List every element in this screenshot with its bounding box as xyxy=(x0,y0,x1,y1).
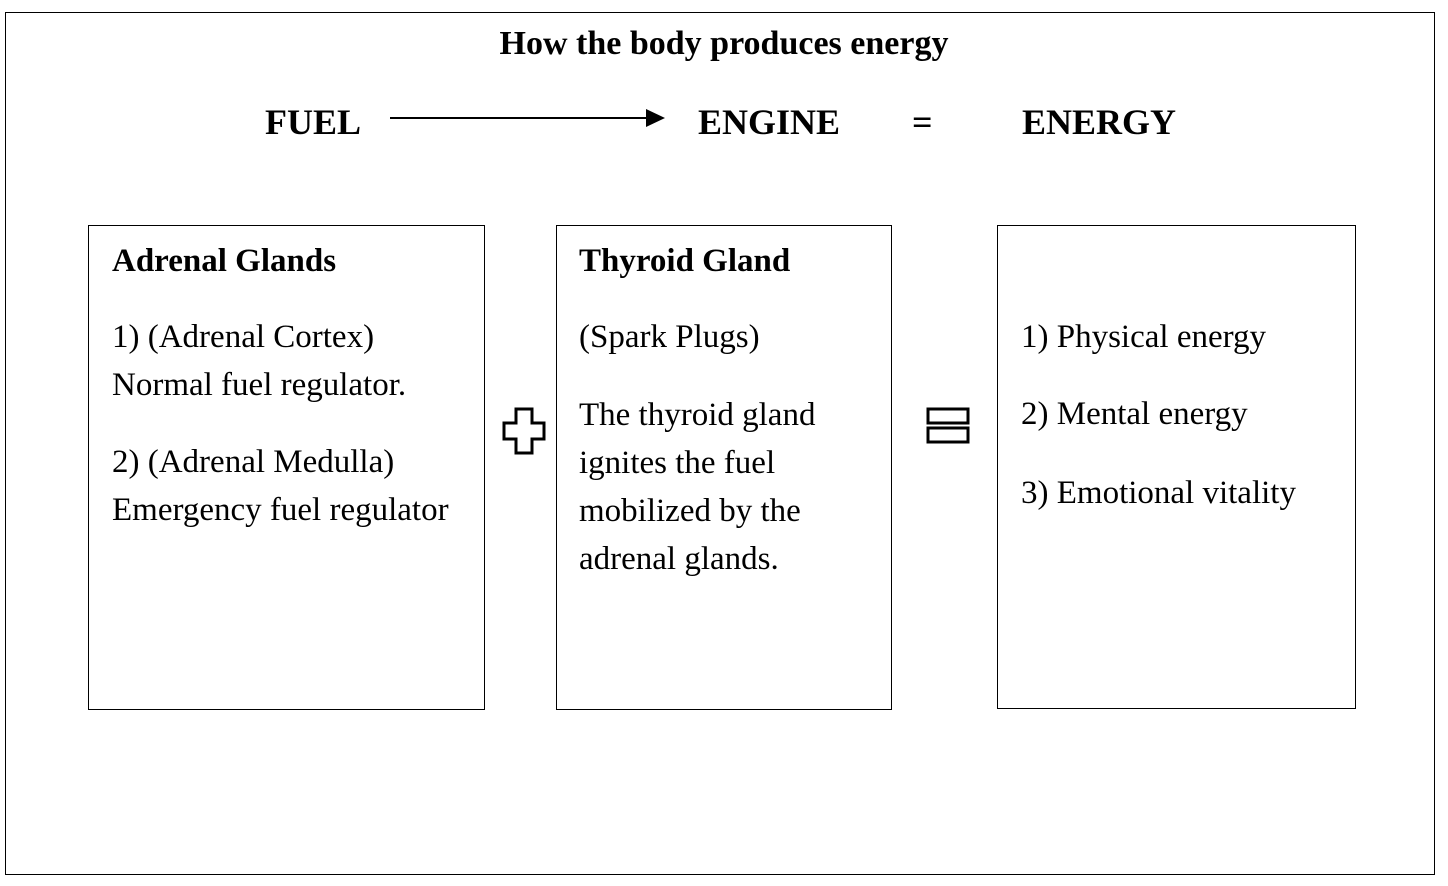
adrenal-medulla-item: 2) (Adrenal Medulla) Emergency fuel regu… xyxy=(112,444,449,528)
arrow-right-icon xyxy=(390,109,665,127)
adrenal-glands-title: Adrenal Glands xyxy=(112,243,337,279)
diagram-title: How the body produces energy xyxy=(499,25,949,62)
energy-item-mental: 2) Mental energy xyxy=(1021,396,1248,432)
energy-item-emotional: 3) Emotional vitality xyxy=(1021,475,1296,511)
engine-label: ENGINE xyxy=(698,102,841,142)
thyroid-description: The thyroid gland ignites the fuel mobil… xyxy=(579,397,816,577)
thyroid-gland-title: Thyroid Gland xyxy=(579,243,791,279)
energy-output-box: 1) Physical energy 2) Mental energy 3) E… xyxy=(997,225,1356,709)
energy-label: ENERGY xyxy=(1022,102,1177,142)
adrenal-glands-box: Adrenal Glands 1) (Adrenal Cortex) Norma… xyxy=(88,225,485,710)
equals-label: = xyxy=(912,102,933,142)
adrenal-cortex-item: 1) (Adrenal Cortex) Normal fuel regulato… xyxy=(112,319,407,403)
thyroid-gland-box: Thyroid Gland (Spark Plugs) The thyroid … xyxy=(556,225,892,710)
energy-item-physical: 1) Physical energy xyxy=(1021,319,1267,355)
plus-icon xyxy=(502,407,546,455)
diagram-frame xyxy=(5,12,1435,875)
equals-icon xyxy=(926,407,970,444)
fuel-label: FUEL xyxy=(265,102,362,142)
spark-plugs-label: (Spark Plugs) xyxy=(579,319,760,355)
